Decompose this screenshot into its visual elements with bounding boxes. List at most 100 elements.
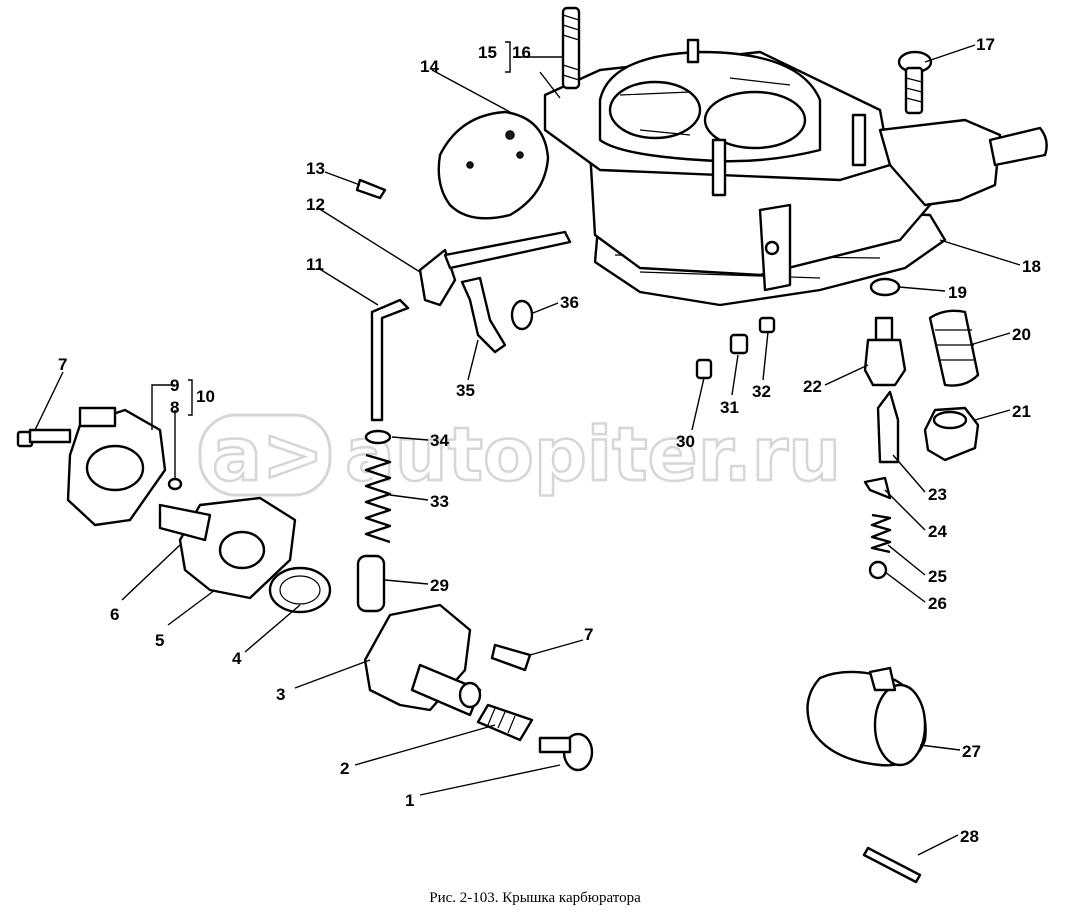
- washer-36: [510, 299, 534, 331]
- watermark-text: autopiter.ru: [345, 412, 841, 498]
- filter-20: [928, 309, 980, 387]
- screw-17: [897, 50, 933, 115]
- callout-15: 15: [478, 43, 497, 62]
- callout-35: 35: [456, 381, 475, 400]
- screw-7-left: [16, 428, 72, 448]
- housing-6-boss: [78, 406, 117, 428]
- spring-4-shape: [268, 566, 332, 614]
- bracket-hole: [764, 240, 780, 256]
- washer-34: [364, 429, 392, 445]
- seat-22-body: [863, 338, 907, 387]
- filter-20-body: [928, 309, 980, 387]
- callout-7-right: 7: [584, 625, 593, 644]
- leader-lines: [34, 41, 1021, 856]
- needle-23: [876, 390, 900, 464]
- callout-36: 36: [560, 293, 579, 312]
- callout-29: 29: [430, 576, 449, 595]
- callout-33: 33: [430, 492, 449, 511]
- diaphragm-5: [158, 496, 297, 600]
- spring-2: [476, 703, 534, 742]
- callout-27: 27: [962, 742, 981, 761]
- callout-labels: 1 2 3 4 5 6 7 7 8 9 10 11 12 13 14 15 16…: [58, 35, 1041, 846]
- screw-7-right: [490, 643, 532, 672]
- fuel-inlet-housing: [878, 118, 1002, 207]
- callout-21: 21: [1012, 402, 1031, 421]
- callout-8: 8: [170, 398, 179, 417]
- callout-16: 16: [512, 43, 531, 62]
- screw-7-left-shank: [28, 428, 72, 444]
- washer-36-shape: [510, 299, 534, 331]
- nut-21-bore: [932, 410, 968, 430]
- jet-32: [758, 316, 776, 334]
- callout-26: 26: [928, 594, 947, 613]
- callout-5: 5: [155, 631, 164, 650]
- screw-7-right-shape: [490, 643, 532, 672]
- stud-15-16-shape: [561, 6, 581, 90]
- callout-19: 19: [948, 283, 967, 302]
- screw-17-thread: [905, 77, 923, 103]
- air-horn-detail: [619, 77, 791, 136]
- valve-seat-22: [863, 316, 907, 387]
- figure-caption: Рис. 2-103. Крышка карбюратора: [429, 890, 641, 906]
- nut-21: [923, 406, 980, 462]
- callout-23: 23: [928, 485, 947, 504]
- needle-23-shape: [876, 390, 900, 464]
- plug-14-hole-c: [516, 151, 524, 159]
- washer-19: [869, 277, 901, 297]
- callout-34: 34: [430, 431, 449, 450]
- screw-13: [355, 178, 387, 200]
- callout-10: 10: [196, 387, 215, 406]
- spring-2-coils: [487, 707, 516, 734]
- callout-9: 9: [170, 376, 179, 395]
- sleeve-29: [356, 554, 386, 613]
- jets-30-31-32: [695, 316, 776, 380]
- lever-shaft: [443, 230, 572, 270]
- float-27-end: [873, 683, 927, 767]
- jet-30: [695, 358, 713, 380]
- ball-26: [868, 560, 888, 580]
- callout-25: 25: [928, 567, 947, 586]
- callout-7-left: 7: [58, 355, 67, 374]
- callout-11: 11: [306, 255, 324, 274]
- float-27-tab: [868, 666, 897, 692]
- spring-4: [268, 566, 332, 614]
- clip-24: [863, 476, 892, 500]
- stud-front-right: [851, 113, 867, 167]
- stud-top: [686, 38, 700, 64]
- pin-28: [862, 846, 922, 884]
- carburetor-cover-body: [543, 38, 1048, 307]
- plug-14-hole-a: [505, 130, 515, 140]
- lever-12: [418, 230, 572, 307]
- callout-30: 30: [676, 432, 695, 451]
- watermark-logo-frame: [198, 413, 332, 497]
- fuel-inlet-pipe: [988, 126, 1048, 167]
- cover-3-bore: [458, 681, 482, 709]
- rod-11-shape: [370, 298, 410, 422]
- lever-12-plate: [418, 248, 457, 307]
- callout-1: 1: [405, 791, 414, 810]
- screw-1: [538, 732, 594, 772]
- air-horn-bore-left: [608, 80, 702, 140]
- callout-20: 20: [1012, 325, 1031, 344]
- callout-17: 17: [976, 35, 995, 54]
- stud-front-left: [711, 138, 727, 197]
- callout-14: 14: [420, 57, 439, 76]
- diaphragm-6-rod: [158, 503, 212, 542]
- washer-8: [167, 477, 183, 491]
- diaphragm-5-center: [218, 530, 266, 570]
- spring-25: [870, 513, 892, 554]
- spring-4-inner: [279, 575, 321, 605]
- housing-6: [66, 406, 167, 527]
- link-35-shape: [460, 276, 507, 354]
- cover-3: [363, 603, 482, 717]
- spring-33-group: [356, 429, 392, 613]
- callout-4: 4: [232, 649, 242, 668]
- plug-14-hole-b: [466, 161, 474, 169]
- spring-33: [364, 453, 392, 544]
- stud-thread: [562, 14, 580, 81]
- screw-1-shank: [538, 736, 572, 754]
- plug-14: [437, 110, 550, 220]
- callout-28: 28: [960, 827, 979, 846]
